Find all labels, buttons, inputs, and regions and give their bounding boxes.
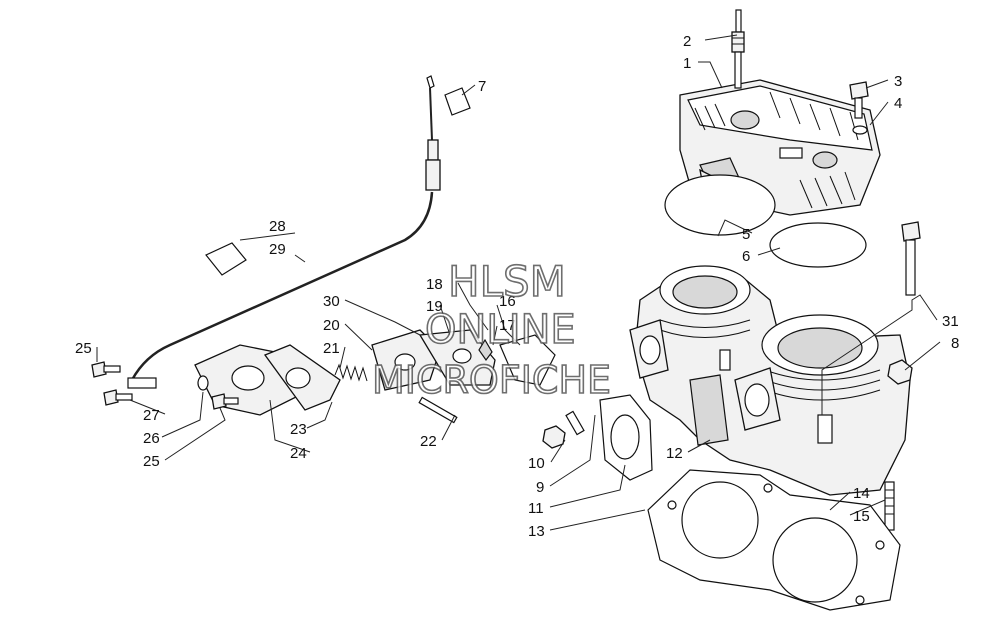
callout-10: 10 <box>528 455 545 472</box>
cylinder-block <box>629 265 911 496</box>
callout-21: 21 <box>323 340 340 357</box>
o-ring-seals <box>664 174 867 268</box>
spark-plug <box>731 9 745 89</box>
callout-6: 6 <box>742 248 750 265</box>
valve-bolt <box>418 396 458 424</box>
callout-19: 19 <box>426 298 443 315</box>
callout-25-top: 25 <box>75 340 92 357</box>
callout-18: 18 <box>426 276 443 293</box>
callout-30: 30 <box>323 293 340 310</box>
callout-22: 22 <box>420 433 437 450</box>
callout-13: 13 <box>528 523 545 540</box>
cylinder-nut <box>887 359 913 385</box>
callout-9: 9 <box>536 479 544 496</box>
callout-11: 11 <box>528 500 544 517</box>
callout-4: 4 <box>894 95 902 112</box>
callout-12: 12 <box>666 445 683 462</box>
throttle-cable <box>127 75 441 389</box>
head-bolt <box>849 81 869 135</box>
callout-2: 2 <box>683 33 691 50</box>
callout-7: 7 <box>478 78 486 95</box>
callout-8: 8 <box>951 335 959 352</box>
valve-assembly <box>371 329 556 391</box>
cable-clamp <box>205 242 247 276</box>
callout-24: 24 <box>290 445 307 462</box>
valve-spring <box>334 363 368 382</box>
housing-bolts <box>91 361 239 410</box>
callout-labels: 2 1 3 4 5 6 7 8 31 10 9 11 12 13 14 15 1… <box>75 33 959 540</box>
callout-1: 1 <box>683 55 691 72</box>
callout-31: 31 <box>942 313 959 330</box>
watermark-line-2: ONLINE <box>425 307 576 353</box>
callout-14: 14 <box>853 485 870 502</box>
callout-27: 27 <box>143 407 160 424</box>
callout-26: 26 <box>143 430 160 447</box>
cable-clip <box>444 87 471 116</box>
callout-25-bottom: 25 <box>143 453 160 470</box>
callout-23: 23 <box>290 421 307 438</box>
leader-lines <box>96 34 941 531</box>
callout-16: 16 <box>499 293 516 310</box>
callout-3: 3 <box>894 73 902 90</box>
callout-17: 17 <box>499 317 516 334</box>
callout-28: 28 <box>269 218 286 235</box>
callout-15: 15 <box>853 508 870 525</box>
watermark-line-1: HLSM <box>448 257 566 306</box>
base-gasket <box>647 469 901 611</box>
watermark: HLSM ONLINE MICROFICHE <box>371 256 612 403</box>
callout-20: 20 <box>323 317 340 334</box>
long-bolt <box>901 221 921 296</box>
callout-29: 29 <box>269 241 286 258</box>
callout-5: 5 <box>742 226 750 243</box>
watermark-line-3: MICROFICHE <box>372 358 611 402</box>
exhaust-gasket <box>599 394 653 481</box>
